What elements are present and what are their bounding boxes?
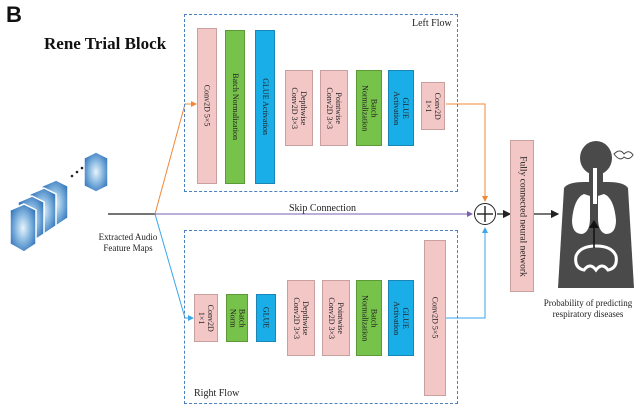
block-label: Conv2D 3×3 <box>292 297 301 339</box>
right-conv2d-5x5-block: Conv2D 5×5 <box>424 240 446 396</box>
block-label: Conv2D 5×5 <box>430 297 440 339</box>
right-flow-box <box>184 230 458 404</box>
block-label: Batch <box>369 98 379 118</box>
left-glue-activation-block: GLUE Activation <box>255 30 275 184</box>
input-caption: Extracted Audio Feature Maps <box>88 232 168 255</box>
block-label: Conv2D <box>206 304 216 332</box>
block-label: Batch <box>369 308 379 328</box>
input-caption-line: Feature Maps <box>103 243 153 254</box>
block-label: Pointwise <box>336 302 346 334</box>
block-label: Conv2D 3×3 <box>290 87 299 129</box>
block-label: GLUE <box>401 97 411 119</box>
block-label: Normalization <box>360 294 369 342</box>
right-glue-block: GLUE <box>256 294 276 342</box>
skip-connection-label: Skip Connection <box>289 203 356 214</box>
block-label: 1×1 <box>197 311 206 325</box>
right-flow-label: Right Flow <box>194 388 240 399</box>
block-label: GLUE <box>401 307 411 329</box>
block-label: GLUE Activation <box>260 78 270 136</box>
block-label: Pointwise <box>334 92 344 124</box>
block-label: Conv2D <box>433 92 443 120</box>
block-label: Activation <box>392 301 401 335</box>
output-caption: Probability of predicting respiratory di… <box>532 298 644 321</box>
left-conv2d-5x5-block: Conv2D 5×5 <box>197 28 217 184</box>
block-label: Activation <box>392 91 401 125</box>
left-batch-norm-block: Batch Normalization <box>225 30 245 184</box>
block-label: Normalization <box>360 84 369 132</box>
block-label: 1×1 <box>424 99 433 113</box>
block-label: Conv2D 3×3 <box>325 87 334 129</box>
sum-node <box>474 203 496 225</box>
block-label: Batch Normalization <box>230 73 240 141</box>
block-label: Depthwise <box>299 90 309 126</box>
block-label: Batch <box>237 308 247 328</box>
human-respiratory-icon <box>558 141 634 288</box>
output-caption-line: Probability of predicting <box>543 298 633 308</box>
block-label: GLUE <box>261 307 271 329</box>
left-flow-box <box>184 14 458 192</box>
block-label: Depthwise <box>301 300 311 336</box>
left-flow-label: Left Flow <box>412 18 452 29</box>
block-title: Rene Trial Block <box>44 34 167 53</box>
block-label: Conv2D 3×3 <box>327 297 336 339</box>
fc-label: Fully connected neural network <box>517 155 528 277</box>
fully-connected-block: Fully connected neural network <box>510 140 534 292</box>
panel-letter: B <box>6 2 22 27</box>
input-caption-line: Extracted Audio <box>98 232 158 242</box>
output-caption-line: respiratory diseases <box>552 309 624 320</box>
feature-maps-icon <box>10 151 109 253</box>
block-label: Conv2D 5×5 <box>202 85 212 127</box>
block-label: Norm <box>227 308 237 328</box>
plus-icon <box>477 206 493 222</box>
